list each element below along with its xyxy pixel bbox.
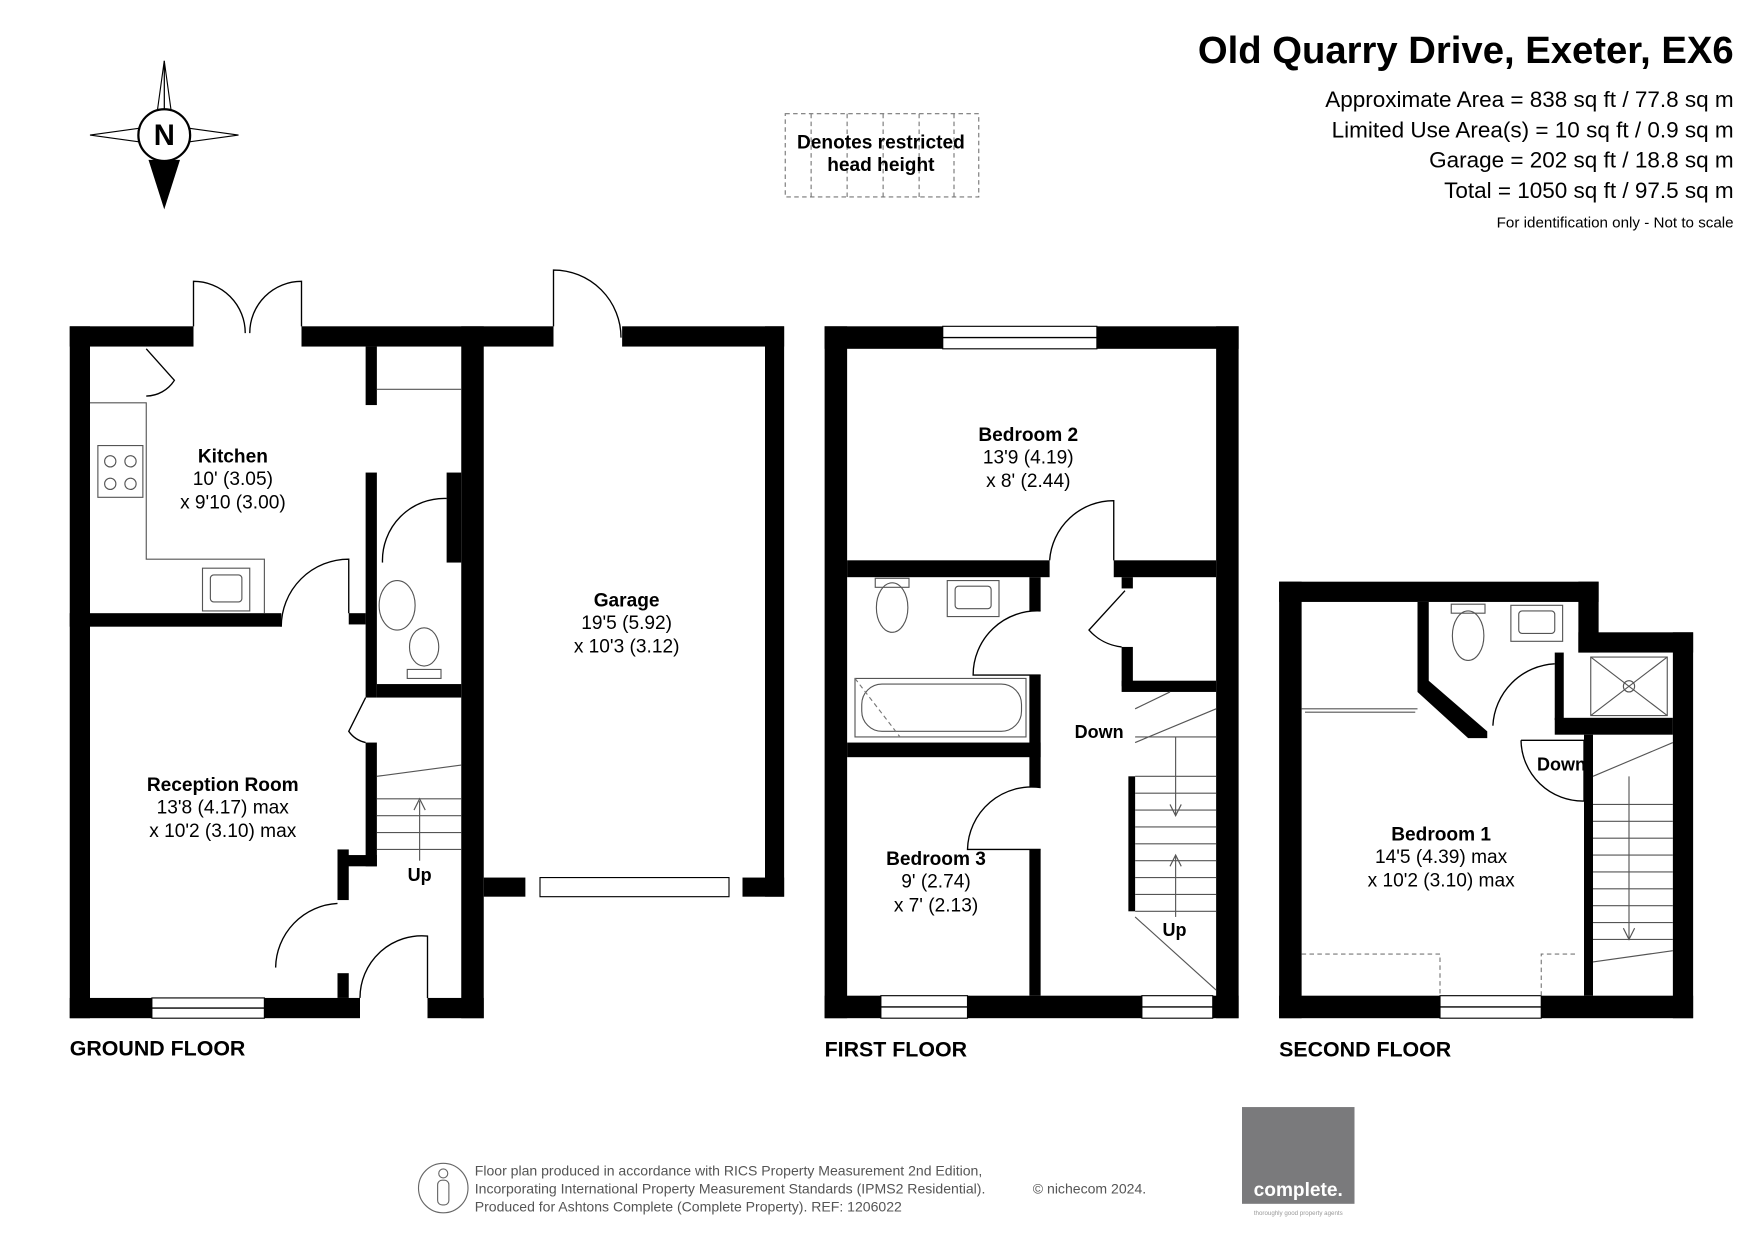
svg-text:x 10'3 (3.12): x 10'3 (3.12)	[574, 637, 680, 658]
footer-line3: Produced for Ashtons Complete (Complete …	[475, 1199, 902, 1215]
second-floor-label: SECOND FLOOR	[1279, 1037, 1451, 1061]
complete-logo: complete. thoroughly good property agent…	[1242, 1107, 1355, 1217]
room-garage: Garage 19'5 (5.92) x 10'3 (3.12)	[574, 590, 680, 657]
svg-text:x 7' (2.13): x 7' (2.13)	[894, 895, 978, 916]
svg-text:Reception Room: Reception Room	[147, 775, 299, 796]
legend-line1: Denotes restricted	[797, 133, 965, 154]
footer-line2: Incorporating International Property Mea…	[475, 1181, 986, 1197]
ground-stairs-up-label: Up	[408, 865, 432, 885]
footer-copyright: © nichecom 2024.	[1033, 1181, 1146, 1197]
property-title: Old Quarry Drive, Exeter, EX6	[1198, 29, 1734, 72]
svg-text:Bedroom 2: Bedroom 2	[978, 425, 1078, 446]
first-stairs-up-label: Up	[1163, 920, 1187, 940]
svg-text:complete.: complete.	[1254, 1180, 1343, 1201]
svg-text:Bedroom 3: Bedroom 3	[886, 849, 986, 870]
area-garage: Garage = 202 sq ft / 18.8 sq m	[1429, 148, 1734, 173]
svg-text:Bedroom 1: Bedroom 1	[1391, 824, 1491, 845]
second-stairs-down-label: Down	[1537, 755, 1586, 775]
svg-text:9' (2.74): 9' (2.74)	[901, 872, 971, 893]
svg-text:10' (3.05): 10' (3.05)	[193, 469, 273, 490]
footer-line1: Floor plan produced in accordance with R…	[475, 1163, 983, 1179]
ground-floor-plan: Up Kitchen 10' (3.05) x 9'10 (3.00) Rece…	[69, 269, 785, 1060]
svg-text:x 8' (2.44): x 8' (2.44)	[986, 471, 1070, 492]
area-summary: Approximate Area = 838 sq ft / 77.8 sq m…	[1325, 87, 1733, 203]
svg-text:19'5 (5.92): 19'5 (5.92)	[581, 613, 672, 634]
first-floor-label: FIRST FLOOR	[825, 1037, 967, 1061]
svg-text:14'5 (4.39) max: 14'5 (4.39) max	[1375, 847, 1508, 868]
disclaimer: For identification only - Not to scale	[1497, 214, 1734, 231]
second-floor-plan: Down Bedroom 1 14'5 (4.39) max x 10'2 (3…	[1279, 581, 1694, 1061]
person-scale-icon	[417, 1162, 469, 1214]
legend-line2: head height	[827, 155, 935, 176]
svg-text:x 10'2 (3.10) max: x 10'2 (3.10) max	[149, 821, 296, 842]
svg-text:x 9'10 (3.00): x 9'10 (3.00)	[180, 493, 286, 514]
room-bedroom-1: Bedroom 1 14'5 (4.39) max x 10'2 (3.10) …	[1368, 824, 1515, 891]
svg-text:Garage: Garage	[594, 590, 660, 611]
ground-floor-label: GROUND FLOOR	[70, 1036, 246, 1060]
footer: Floor plan produced in accordance with R…	[417, 1107, 1355, 1217]
area-total: Total = 1050 sq ft / 97.5 sq m	[1444, 178, 1734, 203]
room-bedroom-3: Bedroom 3 9' (2.74) x 7' (2.13)	[886, 849, 986, 916]
first-stairs-down-label: Down	[1075, 722, 1124, 742]
area-approx: Approximate Area = 838 sq ft / 77.8 sq m	[1325, 87, 1733, 112]
svg-text:x 10'2 (3.10) max: x 10'2 (3.10) max	[1368, 871, 1515, 892]
first-floor-plan: Down Up Bedroom 2 13'9 (4.19) x 8' (2.44…	[824, 325, 1239, 1061]
area-limited: Limited Use Area(s) = 10 sq ft / 0.9 sq …	[1332, 117, 1734, 142]
compass-rose-icon: N	[89, 60, 239, 210]
svg-text:13'9 (4.19): 13'9 (4.19)	[983, 448, 1074, 469]
svg-text:thoroughly good property agent: thoroughly good property agents	[1254, 1210, 1343, 1217]
svg-text:13'8 (4.17) max: 13'8 (4.17) max	[157, 797, 290, 818]
room-reception: Reception Room 13'8 (4.17) max x 10'2 (3…	[147, 775, 299, 842]
svg-text:Kitchen: Kitchen	[198, 446, 268, 467]
room-kitchen: Kitchen 10' (3.05) x 9'10 (3.00)	[180, 446, 286, 513]
compass-north-label: N	[154, 120, 175, 152]
room-bedroom-2: Bedroom 2 13'9 (4.19) x 8' (2.44)	[978, 425, 1078, 492]
restricted-height-legend: Denotes restricted head height	[784, 113, 980, 198]
